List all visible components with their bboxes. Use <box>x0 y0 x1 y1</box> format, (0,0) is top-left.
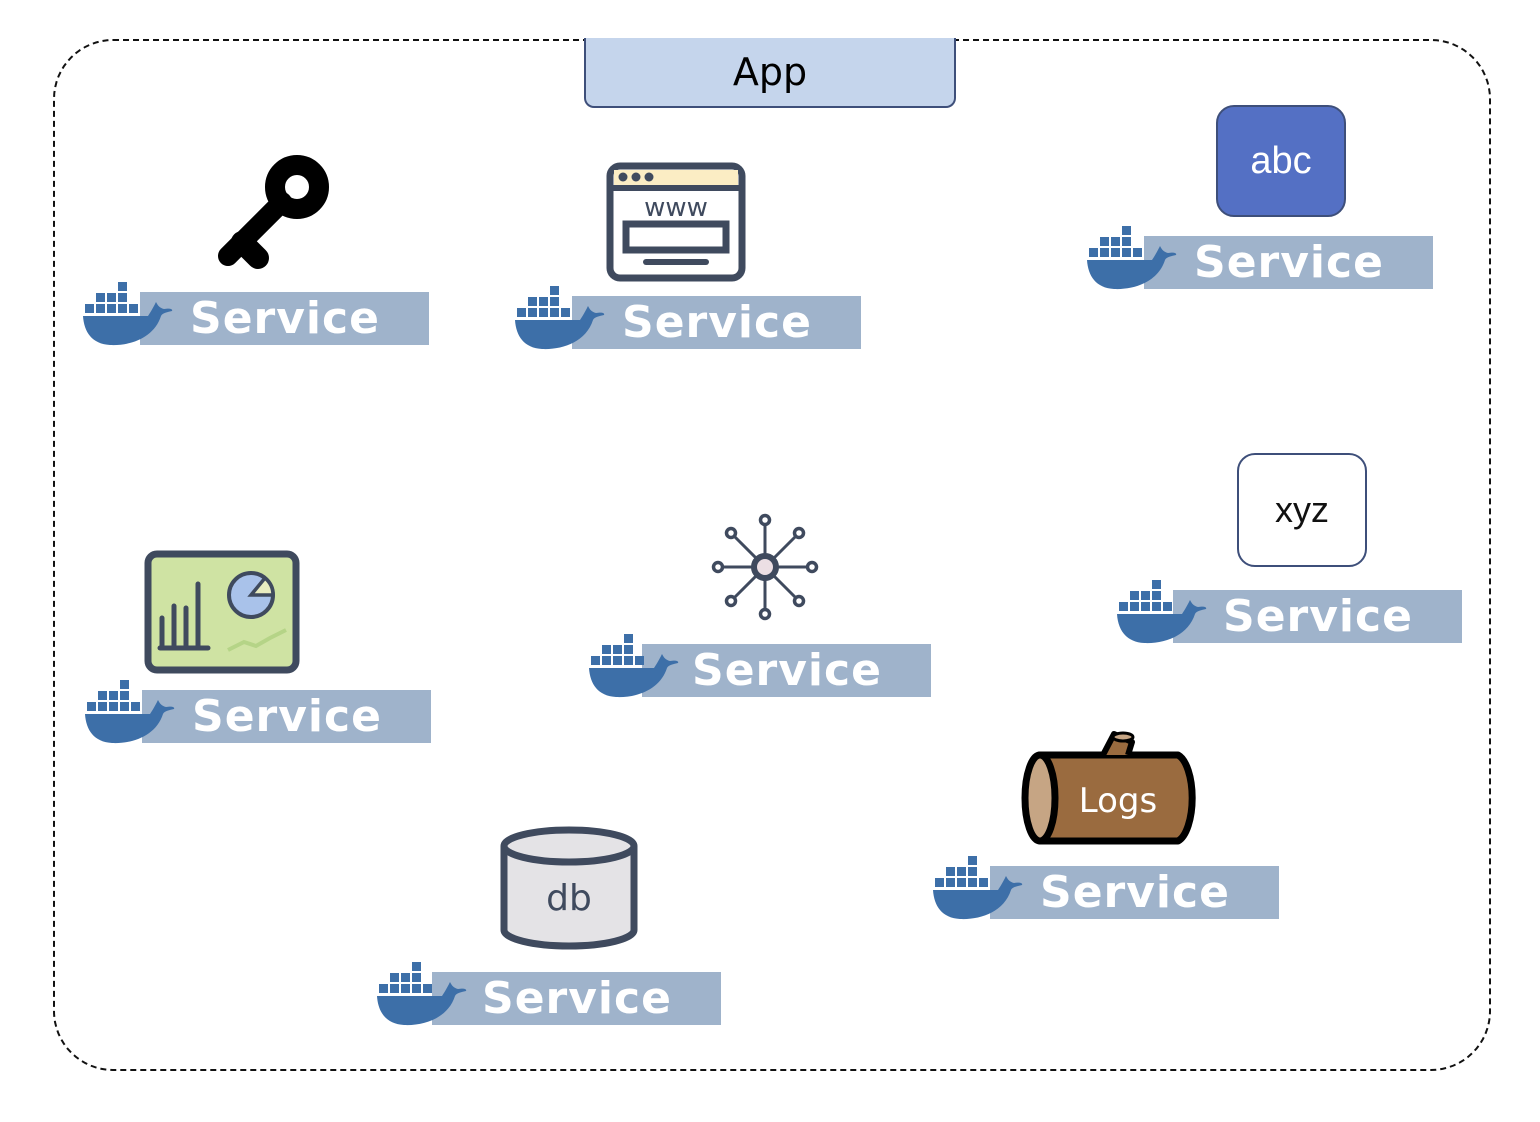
service-label: Service <box>482 973 672 1024</box>
docker-whale-icon <box>588 634 680 700</box>
browser-www-icon: www <box>606 162 746 282</box>
network-hub-icon <box>711 513 819 621</box>
docker-whale-icon <box>1086 226 1178 292</box>
xyz-box-icon: xyz <box>1237 453 1367 567</box>
service-label: Service <box>692 645 882 696</box>
service-label-bar: Service <box>642 644 931 697</box>
database-icon: db <box>500 826 638 950</box>
docker-whale-icon <box>84 680 176 746</box>
service-label-bar: Service <box>142 690 431 743</box>
service-label-bar: Service <box>140 292 429 345</box>
service-label: Service <box>1194 237 1384 288</box>
docker-whale-icon <box>932 856 1024 922</box>
docker-whale-icon <box>1116 580 1208 646</box>
key-icon <box>218 155 329 269</box>
service-label: Service <box>190 293 380 344</box>
abc-box-icon: abc <box>1216 105 1346 217</box>
service-label-bar: Service <box>990 866 1279 919</box>
docker-whale-icon <box>376 962 468 1028</box>
service-label-bar: Service <box>1173 590 1462 643</box>
service-label: Service <box>1040 867 1230 918</box>
database-icon-text: db <box>546 878 592 919</box>
docker-whale-icon <box>514 286 606 352</box>
service-label: Service <box>622 297 812 348</box>
abc-box-text: abc <box>1250 139 1312 182</box>
service-label-bar: Service <box>1144 236 1433 289</box>
log-icon-text: Logs <box>1079 781 1157 821</box>
log-icon: Logs <box>1021 731 1196 845</box>
service-label-bar: Service <box>572 296 861 349</box>
service-label: Service <box>192 691 382 742</box>
dashboard-chart-icon <box>144 550 300 674</box>
docker-whale-icon <box>82 282 174 348</box>
app-container-label: App <box>584 38 956 108</box>
service-label: Service <box>1223 591 1413 642</box>
service-label-bar: Service <box>432 972 721 1025</box>
browser-www-text: www <box>644 193 708 223</box>
xyz-box-text: xyz <box>1275 489 1329 530</box>
